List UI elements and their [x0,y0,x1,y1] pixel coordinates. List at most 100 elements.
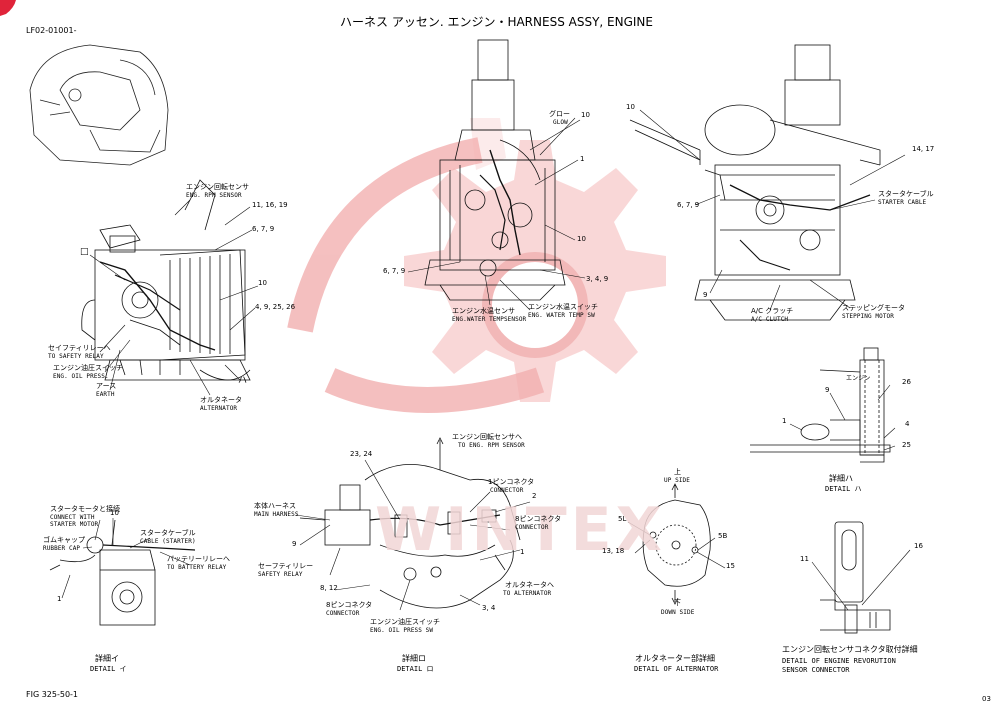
detail-i-starter-motor-en2: STARTER MOTOR [50,521,99,528]
detail-ro-ref-2: 2 [532,492,537,500]
right-ref-10: 10 [626,103,635,111]
detail-i-battery-relay-jp: バッテリーリレーへ [167,555,230,563]
detail-sensor-ref-16: 16 [914,542,923,550]
detail-i-cable-starter-en: CABLE (STARTER) [140,538,196,545]
detail-ro-main-harness-en: MAIN HARNESS [254,511,299,518]
detail-ro-pin1-en: CONNECTOR [490,487,524,494]
detail-sensor-ref-11: 11 [800,555,809,563]
detail-sensor-caption-en1: DETAIL OF ENGINE REVORUTION [782,657,896,665]
left-alternator-en: ALTERNATOR [200,405,238,412]
detail-ro-ref-1: 1 [520,548,525,556]
detail-ro-caption-en: DETAIL ロ [397,665,434,673]
center-glow-jp: グロー [549,110,570,118]
left-rpm-sensor-en: ENG. RPM SENSOR [186,192,242,199]
left-rpm-sensor-jp: エンジン回転センサ [186,183,249,191]
detail-ha-caption-en: DETAIL ハ [825,485,862,493]
detail-ro-drawing [299,437,521,609]
detail-ha-caption-jp: 詳細ハ [829,474,853,483]
detail-ro-ref-3-4: 3, 4 [482,604,496,612]
center-water-temp-sw-jp: エンジン水温スイッチ [528,303,598,311]
detail-ro-oil-press-sw-en: ENG. OIL PRESS SW [370,627,434,634]
detail-alt-caption-en: DETAIL OF ALTERNATOR [634,665,719,673]
center-ref-3-4-9: 3, 4, 9 [586,275,609,283]
center-engine-drawing [424,39,566,301]
detail-i-battery-relay-en: TO BATTERY RELAY [167,564,227,571]
detail-ro-rpm-sensor-to-en: TO ENG. RPM SENSOR [458,442,525,449]
detail-ro-to-alternator-jp: オルタネータへ [505,581,554,589]
detail-ro-safety-relay-jp: セーフティリレー [258,562,314,570]
center-ref-1: 1 [580,155,585,163]
detail-ha-engine-label: エンジン [846,375,871,382]
detail-i-caption-en: DETAIL イ [90,665,127,673]
detail-i-rubber-cap-jp: ゴムキャップ [43,536,85,544]
left-ha-mark: ハ [238,376,248,386]
center-water-temp-sensor-jp: エンジン水温センサ [452,307,515,315]
detail-ro-pin8b-en: CONNECTOR [326,610,360,617]
center-water-temp-sensor-en: ENG.WATER TEMPSENSOR [452,316,527,323]
detail-alt-up-en: UP SIDE [664,477,690,484]
center-ref-10b: 10 [577,235,586,243]
detail-ro-oil-press-sw-jp: エンジン油圧スイッチ [370,618,440,626]
detail-ro-rpm-sensor-to-jp: エンジン回転センサへ [452,433,522,441]
detail-ro-ref-23-24: 23, 24 [350,450,373,458]
left-ref-6-7-9: 6, 7, 9 [252,225,275,233]
left-oil-press-jp: エンジン油圧スイッチ [53,364,123,372]
left-earth-en: EARTH [96,391,115,398]
right-ref-9: 9 [703,291,708,299]
detail-ha-ref-26: 26 [902,378,911,386]
detail-alt-caption-jp: オルタネーター部詳細 [635,654,715,663]
left-alternator-jp: オルタネータ [200,396,242,404]
detail-i-ref-10: 10 [110,509,119,517]
fig-number: FIG 325-50-1 [26,690,79,699]
right-ref-14-17: 14, 17 [912,145,935,153]
detail-ha-ref-1: 1 [782,417,787,425]
detail-i-starter-motor-jp: スタータモータと接続 [50,505,120,513]
detail-i-starter-motor-en1: CONNECT WITH [50,514,95,521]
left-engine-drawing [81,179,251,381]
detail-i-ref-1: 1 [57,595,62,603]
corner-mark [0,0,16,16]
detail-ha-ref-9: 9 [825,386,830,394]
detail-ro-ref-9: 9 [292,540,297,548]
detail-i-drawing [49,519,196,626]
detail-ro-to-alternator-en: TO ALTERNATOR [503,590,552,597]
left-oil-press-en: ENG. OIL PRESS. [53,373,109,380]
center-ref-6-7-9: 6, 7, 9 [383,267,406,275]
detail-i-rubber-cap-en: RUBBER CAP [43,545,81,552]
left-ref-10: 10 [258,279,267,287]
detail-ha-drawing [750,347,891,463]
left-earth-jp: アース [96,382,117,390]
machine-sketch [29,44,169,166]
detail-alt-ref-5l: 5L [618,515,627,523]
detail-ha-ref-4: 4 [905,420,910,428]
detail-alt-ref-5b: 5B [718,532,728,540]
right-ac-clutch-en: A/C CLUTCH [751,316,789,323]
center-water-temp-sw-en: ENG. WATER TEMP SW [528,312,595,319]
left-safety-relay-en: TO SAFETY RELAY [48,353,104,360]
detail-ro-pin1-jp: 1ピンコネクタ [488,478,535,486]
right-ac-clutch-jp: A/C クラッチ [751,307,794,315]
detail-alt-down-jp: 下 [674,599,681,607]
watermark-text: WINTEX [375,495,666,565]
page-number: 03 [982,695,991,703]
left-square-mark: □ [80,247,89,257]
detail-ro-safety-relay-en: SAFETY RELAY [258,571,303,578]
center-ref-10a: 10 [581,111,590,119]
right-starter-cable-en: STARTER CABLE [878,199,927,206]
detail-sensor-drawing [820,521,891,634]
detail-ro-pin8a-en: CONNECTOR [515,524,549,531]
detail-ro-ref-8-12: 8, 12 [320,584,338,592]
right-ref-6-7-9: 6, 7, 9 [677,201,700,209]
doc-code: LF02-01001- [26,26,77,35]
detail-alt-ref-15: 15 [726,562,735,570]
left-ref-11-16-19: 11, 16, 19 [252,201,288,209]
detail-i-caption-jp: 詳細イ [95,654,119,663]
right-stepping-motor-jp: ステッピングモータ [842,304,905,312]
watermark-hub [487,257,583,353]
right-starter-cable-jp: スタータケーブル [878,190,934,198]
page-title: ハーネス アッセン. エンジン・HARNESS ASSY, ENGINE [340,15,653,29]
right-stepping-motor-en: STEPPING MOTOR [842,313,894,320]
detail-alt-down-en: DOWN SIDE [661,609,695,616]
